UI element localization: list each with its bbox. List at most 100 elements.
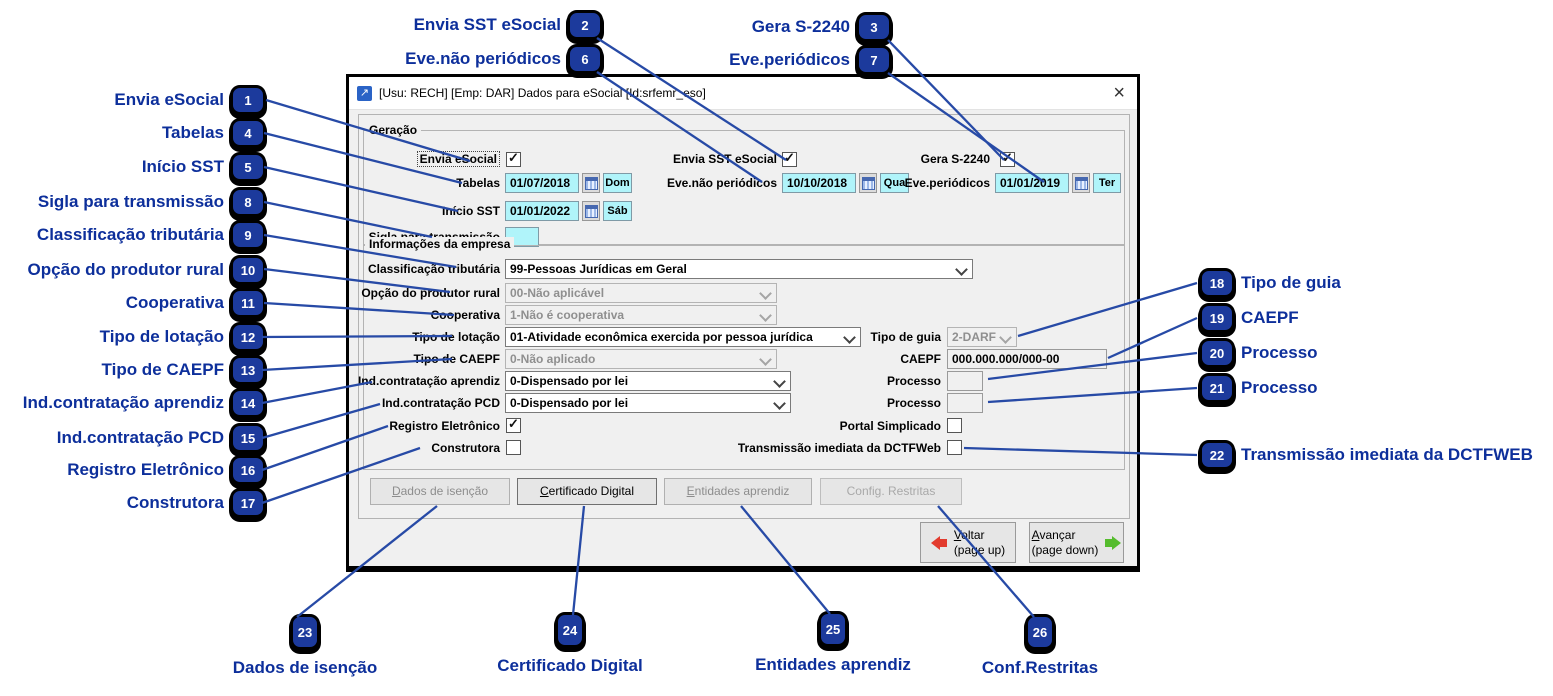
- registro-eletronico-label: Registro Eletrônico: [389, 419, 500, 433]
- red-left-arrow-icon: [930, 535, 947, 550]
- callout-badge: 22: [1199, 440, 1235, 470]
- eve-nao-periodicos-label: Eve.não periódicos: [666, 176, 777, 190]
- cooperativa-select: 1-Não é cooperativa: [505, 305, 777, 325]
- eve-periodicos-label: Eve.periódicos: [904, 176, 990, 190]
- callout-badge: 21: [1199, 373, 1235, 403]
- certificado-digital-button[interactable]: Certificado Digital: [517, 478, 657, 505]
- gera-s2240-label: Gera S-2240: [920, 152, 990, 166]
- ind-pcd-label: Ind.contratação PCD: [381, 396, 500, 410]
- callout-badge: 20: [1199, 338, 1235, 368]
- inicio-sst-calendar-button[interactable]: [582, 201, 600, 221]
- callout-badge: 9: [230, 220, 266, 250]
- tipo-caepf-label: Tipo de CAEPF: [413, 352, 500, 366]
- dctfweb-label: Transmissão imediata da DCTFWeb: [737, 441, 941, 455]
- tipo-guia-label: Tipo de guia: [870, 330, 941, 344]
- callout-badge: 15: [230, 423, 266, 453]
- callout-badge: 6: [567, 44, 603, 74]
- classificacao-select[interactable]: 99-Pessoas Jurídicas em Geral: [505, 259, 973, 279]
- construtora-label: Construtora: [431, 441, 500, 455]
- caepf-input[interactable]: 000.000.000/000-00: [947, 349, 1107, 369]
- chevron-down-icon: [999, 331, 1012, 344]
- envia-sst-label: Envia SST eSocial: [672, 152, 777, 166]
- envia-sst-checkbox[interactable]: [782, 150, 797, 167]
- produtor-rural-label: Opção do produtor rural: [361, 286, 500, 300]
- group-label-geracao: Geração: [365, 123, 422, 137]
- callout-badge: 2: [567, 10, 603, 40]
- eve-periodicos-date-input[interactable]: 01/01/2019: [995, 173, 1069, 193]
- tipo-caepf-select: 0-Não aplicado: [505, 349, 777, 369]
- config-restritas-button: Config. Restritas: [820, 478, 962, 505]
- callout-badge: 10: [230, 255, 266, 285]
- callout-badge: 17: [230, 488, 266, 518]
- dialog-dados-para-esocial: ↗ [Usu: RECH] [Emp: DAR] Dados para eSoc…: [346, 74, 1140, 572]
- callout-badge: 1: [230, 85, 266, 115]
- close-icon[interactable]: ×: [1113, 82, 1125, 104]
- calendar-icon: [584, 176, 598, 190]
- calendar-icon: [1074, 176, 1088, 190]
- eve-nao-periodicos-date-input[interactable]: 10/10/2018: [782, 173, 856, 193]
- tabelas-calendar-button[interactable]: [582, 173, 600, 193]
- voltar-button[interactable]: Voltar(page up): [920, 522, 1016, 563]
- callout-badge: 3: [856, 12, 892, 42]
- portal-simplicado-label: Portal Simplicado: [839, 419, 941, 433]
- tabelas-label: Tabelas: [456, 176, 500, 190]
- portal-simplicado-checkbox[interactable]: [947, 418, 962, 433]
- avancar-button[interactable]: Avançar(page down): [1029, 522, 1124, 563]
- app-icon: ↗: [357, 85, 372, 101]
- construtora-checkbox[interactable]: [506, 440, 521, 455]
- dctfweb-checkbox[interactable]: [947, 440, 962, 455]
- tabelas-weekday: Dom: [603, 173, 632, 193]
- chevron-down-icon: [955, 263, 968, 276]
- callout-badge: 26: [1025, 614, 1055, 650]
- caepf-label: CAEPF: [900, 352, 941, 366]
- callout-badge: 8: [230, 187, 266, 217]
- chevron-down-icon: [759, 309, 772, 322]
- inicio-sst-label: Início SST: [441, 204, 500, 218]
- callout-badge: 5: [230, 152, 266, 182]
- ind-pcd-select[interactable]: 0-Dispensado por lei: [505, 393, 791, 413]
- envia-esocial-checkbox[interactable]: [506, 150, 521, 167]
- title-bar[interactable]: ↗ [Usu: RECH] [Emp: DAR] Dados para eSoc…: [349, 77, 1137, 110]
- eve-periodicos-weekday: Ter: [1093, 173, 1121, 193]
- entidades-aprendiz-button: Entidades aprendiz: [664, 478, 812, 505]
- processo2-input[interactable]: [947, 393, 983, 413]
- registro-eletronico-checkbox[interactable]: [506, 416, 521, 433]
- tabelas-date-input[interactable]: 01/07/2018: [505, 173, 579, 193]
- tipo-lotacao-label: Tipo de lotação: [412, 330, 500, 344]
- eve-periodicos-calendar-button[interactable]: [1072, 173, 1090, 193]
- chevron-down-icon: [759, 353, 772, 366]
- tipo-guia-select: 2-DARF: [947, 327, 1017, 347]
- eve-nao-periodicos-calendar-button[interactable]: [859, 173, 877, 193]
- ind-aprendiz-label: Ind.contratação aprendiz: [357, 374, 500, 388]
- callout-badge: 18: [1199, 268, 1235, 298]
- chevron-down-icon: [773, 397, 786, 410]
- gera-s2240-checkbox[interactable]: [1000, 150, 1015, 167]
- processo1-label: Processo: [886, 374, 941, 388]
- calendar-icon: [861, 176, 875, 190]
- callout-badge: 4: [230, 118, 266, 148]
- processo1-input[interactable]: [947, 371, 983, 391]
- chevron-down-icon: [773, 375, 786, 388]
- window-title: [Usu: RECH] [Emp: DAR] Dados para eSocia…: [379, 86, 706, 100]
- ind-aprendiz-select[interactable]: 0-Dispensado por lei: [505, 371, 791, 391]
- tipo-lotacao-select[interactable]: 01-Atividade econômica exercida por pess…: [505, 327, 861, 347]
- envia-esocial-label: Envia eSocial: [349, 149, 500, 169]
- inicio-sst-date-input[interactable]: 01/01/2022: [505, 201, 579, 221]
